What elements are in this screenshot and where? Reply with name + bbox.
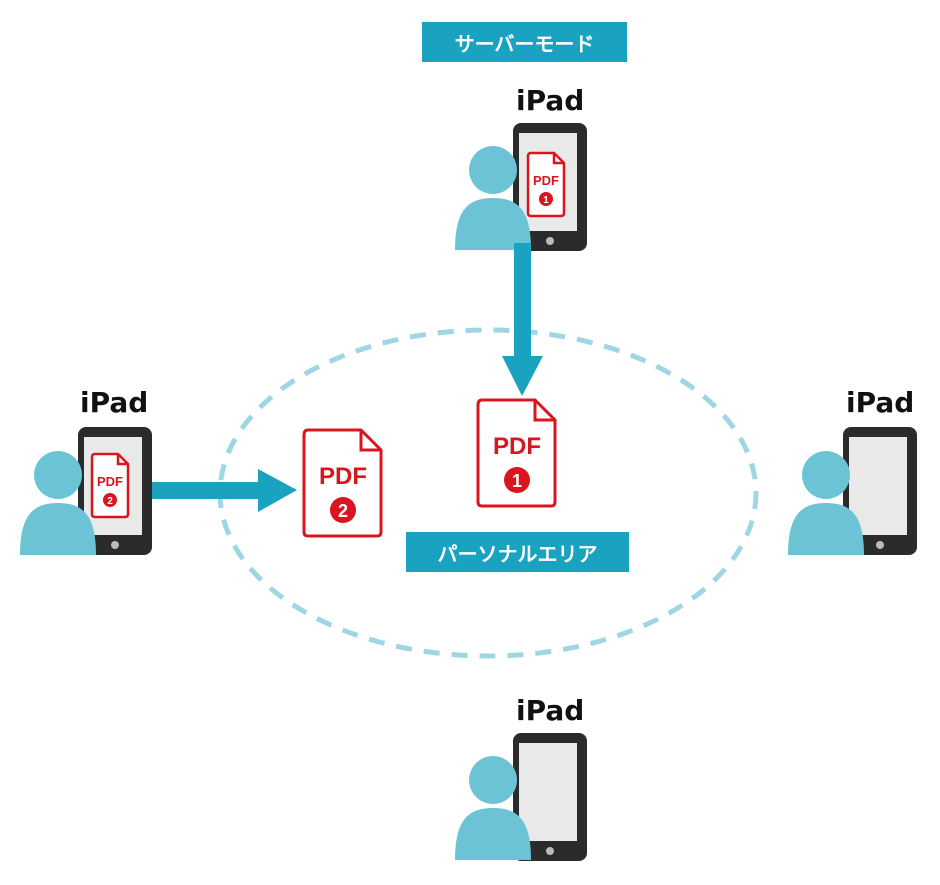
- server-mode-label: サーバーモード: [422, 22, 627, 62]
- pdf-icon: PDF 2: [90, 452, 130, 519]
- pdf-icon: PDF 1: [526, 151, 566, 218]
- arrow-right-icon: [152, 469, 297, 512]
- area-pdf-1: PDF 1: [476, 398, 557, 508]
- pdf-label: PDF: [319, 463, 367, 490]
- pdf-label: PDF: [97, 474, 123, 489]
- pdf-number: 1: [512, 471, 522, 491]
- pdf-label: PDF: [533, 173, 559, 188]
- ipad-label-right: iPad: [846, 386, 915, 419]
- device-right: [788, 427, 917, 555]
- device-left: PDF 2: [20, 427, 152, 555]
- arrow-down-icon: [502, 243, 543, 396]
- personal-area-label: パーソナルエリア: [406, 532, 629, 572]
- device-bottom: [455, 733, 587, 861]
- pdf-number: 2: [338, 501, 348, 521]
- device-top: PDF 1: [455, 123, 587, 251]
- ipad-label-top: iPad: [516, 84, 585, 117]
- ipad-label-left: iPad: [80, 386, 149, 419]
- area-pdf-2: PDF 2: [302, 428, 383, 538]
- pdf-number: 1: [543, 195, 549, 206]
- ipad-label-bottom: iPad: [516, 694, 585, 727]
- pdf-label: PDF: [493, 433, 541, 460]
- pdf-number: 2: [107, 496, 113, 507]
